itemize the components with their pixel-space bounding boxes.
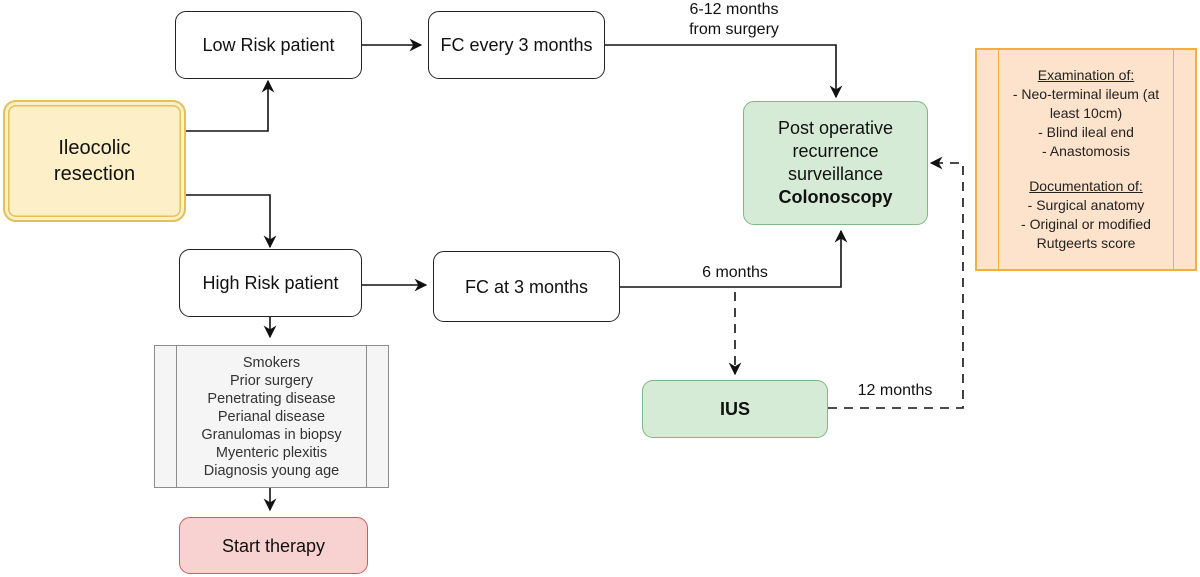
risk-factor-item: Diagnosis young age xyxy=(203,462,340,479)
ileocolic-resection-node[interactable]: Ileocolic resection xyxy=(3,100,186,222)
ileocolic-resection-line-2: resection xyxy=(53,163,136,185)
edge-label-6-12-line-2: from surgery xyxy=(689,21,779,38)
ius-label: IUS xyxy=(719,398,750,419)
risk-factor-item: Prior surgery xyxy=(230,372,313,389)
risk-factors-right-bar xyxy=(366,346,388,487)
edge-label-6-12-months: 6-12 months from surgery xyxy=(670,0,798,40)
edge-label-6-months: 6 months xyxy=(702,264,768,281)
edge-label-6-12-line-1: 6-12 months xyxy=(689,1,779,18)
risk-factor-item: Perianal disease xyxy=(217,408,326,425)
colonoscopy-line-2: recurrence xyxy=(792,141,879,161)
examination-heading: Examination of: xyxy=(1037,67,1135,83)
low-risk-label: Low Risk patient xyxy=(202,35,335,55)
examination-item: - Anastomosis xyxy=(1042,143,1130,159)
colonoscopy-title: Colonoscopy xyxy=(778,187,893,207)
risk-factors-panel: Smokers Prior surgery Penetrating diseas… xyxy=(154,345,389,488)
low-risk-node[interactable]: Low Risk patient xyxy=(175,11,362,79)
ius-node[interactable]: IUS xyxy=(642,380,828,438)
examination-item: least 10cm) xyxy=(1049,105,1123,121)
edge-ileocolic-to-high-risk xyxy=(186,194,277,249)
start-therapy-label: Start therapy xyxy=(221,535,326,556)
high-risk-node[interactable]: High Risk patient xyxy=(179,249,362,317)
documentation-item: - Surgical anatomy xyxy=(1027,197,1145,213)
documentation-item: Rutgeerts score xyxy=(1036,235,1136,251)
edge-ius-to-colonoscopy xyxy=(828,156,964,409)
risk-factor-item: Granulomas in biopsy xyxy=(201,426,342,443)
risk-factors-left-bar xyxy=(155,346,177,487)
colonoscopy-node[interactable]: Post operative recurrence surveillance C… xyxy=(743,101,928,225)
start-therapy-node[interactable]: Start therapy xyxy=(179,517,368,574)
examination-right-bar xyxy=(1173,50,1195,269)
risk-factor-item: Myenteric plexitis xyxy=(215,444,328,461)
fc-at-3-months-node[interactable]: FC at 3 months xyxy=(433,251,620,322)
risk-factor-item: Penetrating disease xyxy=(207,390,336,407)
edge-fc-at3-to-colonoscopy xyxy=(620,229,848,288)
fc-every-3-months-label: FC every 3 months xyxy=(440,35,593,55)
examination-left-bar xyxy=(977,50,999,269)
fc-every-3-months-node[interactable]: FC every 3 months xyxy=(428,11,605,79)
edge-ileocolic-to-low-risk xyxy=(186,79,275,132)
documentation-item: - Original or modified xyxy=(1021,216,1151,232)
edge-fc3-to-colonoscopy xyxy=(605,44,843,99)
risk-factor-item: Smokers xyxy=(242,354,301,371)
ileocolic-resection-line-1: Ileocolic xyxy=(58,137,131,159)
colonoscopy-line-1: Post operative xyxy=(777,118,894,138)
high-risk-label: High Risk patient xyxy=(202,273,339,293)
examination-item: - Blind ileal end xyxy=(1038,124,1134,140)
fc-at-3-months-label: FC at 3 months xyxy=(464,276,589,297)
edge-label-12-months: 12 months xyxy=(857,382,933,399)
examination-panel: Examination of: - Neo-terminal ileum (at… xyxy=(975,48,1197,271)
colonoscopy-line-3: surveillance xyxy=(787,164,884,184)
documentation-heading: Documentation of: xyxy=(1029,178,1143,194)
examination-item: - Neo-terminal ileum (at xyxy=(1012,86,1160,102)
